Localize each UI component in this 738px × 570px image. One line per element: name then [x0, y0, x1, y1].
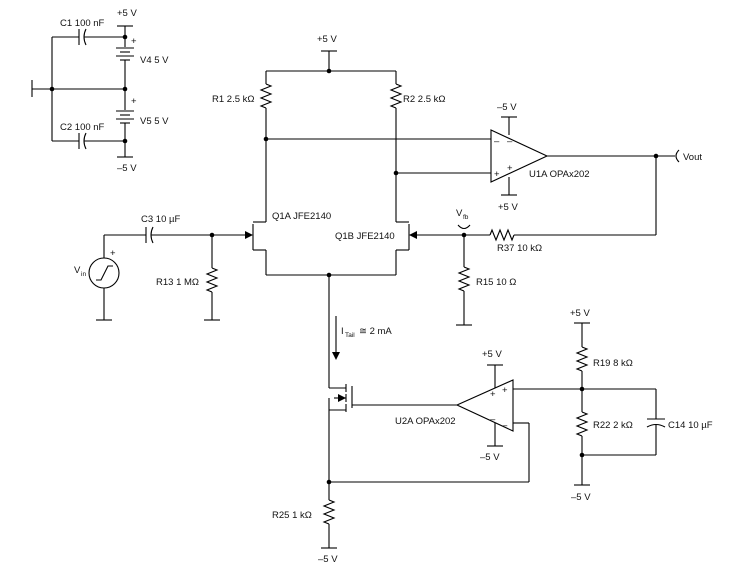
svg-text:Tail: Tail: [345, 332, 355, 339]
label-vin: V: [74, 265, 81, 276]
svg-text:–5 V: –5 V: [318, 554, 338, 565]
svg-text:–5 V: –5 V: [497, 102, 517, 113]
diff-pair-loads: +5 V R1 2.5 kΩ R2 2.5 kΩ: [212, 34, 445, 222]
svg-text:–5 V: –5 V: [571, 492, 591, 503]
resistor-r1: [259, 83, 273, 109]
label-r13: R13 1 MΩ: [156, 277, 199, 288]
jfet-q1a: Q1A JFE2140: [212, 211, 331, 275]
svg-text:fb: fb: [463, 214, 469, 221]
svg-text:+: +: [131, 36, 137, 47]
resistor-r25: [322, 499, 336, 525]
tail-current-source: I Tail ≅ 2 mA R25 1 kΩ –5 V: [272, 275, 457, 565]
label-r2: R2 2.5 kΩ: [403, 94, 445, 105]
vfb-probe: [457, 224, 471, 230]
resistor-r37: [489, 228, 515, 242]
label-itail-value: ≅ 2 mA: [359, 326, 392, 337]
label-r37: R37 10 kΩ: [497, 243, 542, 254]
svg-text:+: +: [507, 163, 513, 174]
svg-text:–: –: [490, 414, 496, 425]
svg-text:+5 V: +5 V: [317, 34, 337, 45]
resistor-r22: [575, 411, 589, 437]
svg-text:–: –: [494, 136, 500, 147]
label-c2: C2 100 nF: [60, 122, 105, 133]
label-itail: I: [341, 326, 344, 337]
itail-arrow-head: [332, 352, 340, 360]
q1b-gate-arrow: [409, 231, 417, 239]
jfet-q1b: Q1B JFE2140: [266, 221, 490, 278]
svg-text:+5 V: +5 V: [482, 349, 502, 360]
q1a-gate-arrow: [245, 231, 253, 239]
svg-text:+5 V: +5 V: [498, 202, 518, 213]
label-c1: C1 100 nF: [60, 18, 105, 29]
label-c14: C14 10 µF: [668, 420, 713, 431]
resistor-r15: [457, 266, 471, 292]
svg-text:+: +: [494, 169, 500, 180]
label-u2a: U2A OPAx202: [395, 416, 456, 427]
feedback-network: V fb R37 10 kΩ R15 10 Ω: [456, 208, 656, 326]
label-vout: Vout: [683, 152, 702, 163]
resistor-r19: [575, 346, 589, 372]
opamp-u1a: – + – + –5 V +5 V U1A OPAx202 Vout: [266, 102, 702, 235]
opamp-u1a-body: [490, 129, 549, 183]
label-supply-neg: –5 V: [117, 163, 137, 174]
label-u1a: U1A OPAx202: [529, 169, 590, 180]
label-r25: R25 1 kΩ: [272, 510, 312, 521]
svg-text:–: –: [502, 420, 508, 431]
input-section: C3 10 µF + V in R13 1 MΩ: [74, 214, 220, 321]
svg-text:in: in: [81, 271, 86, 278]
resistor-r13: [205, 267, 219, 293]
supply-section: +5 V C1 100 nF + V4 5 V + V5 5 V C2: [31, 8, 169, 174]
label-q1a: Q1A JFE2140: [272, 211, 331, 222]
svg-text:+: +: [502, 385, 508, 396]
label-q1b: Q1B JFE2140: [335, 231, 395, 242]
step-source-icon: [96, 265, 113, 281]
bias-divider: +5 V R19 8 kΩ R22 2 kΩ C14 10 µF –5 V: [570, 308, 713, 503]
label-vfb: V: [456, 208, 463, 219]
opamp-u2a-body: [455, 379, 514, 432]
label-supply-pos: +5 V: [117, 8, 137, 19]
svg-text:+: +: [490, 389, 496, 400]
label-v4: V4 5 V: [140, 55, 169, 66]
label-c3: C3 10 µF: [141, 214, 180, 225]
svg-text:–5 V: –5 V: [480, 452, 500, 463]
label-r22: R22 2 kΩ: [593, 420, 633, 431]
opamp-u2a: + – + – +5 V –5 V U2A OPAx202: [329, 349, 582, 483]
output-terminal: [675, 149, 680, 163]
svg-text:+5 V: +5 V: [570, 308, 590, 319]
label-v5: V5 5 V: [140, 116, 169, 127]
mosfet-arrow: [338, 394, 346, 402]
svg-text:+: +: [131, 96, 137, 107]
svg-text:–: –: [507, 136, 513, 147]
label-r1: R1 2.5 kΩ: [212, 94, 254, 105]
svg-text:+: +: [110, 248, 116, 259]
resistor-r2: [389, 83, 403, 109]
label-r15: R15 10 Ω: [476, 277, 516, 288]
label-r19: R19 8 kΩ: [593, 358, 633, 369]
